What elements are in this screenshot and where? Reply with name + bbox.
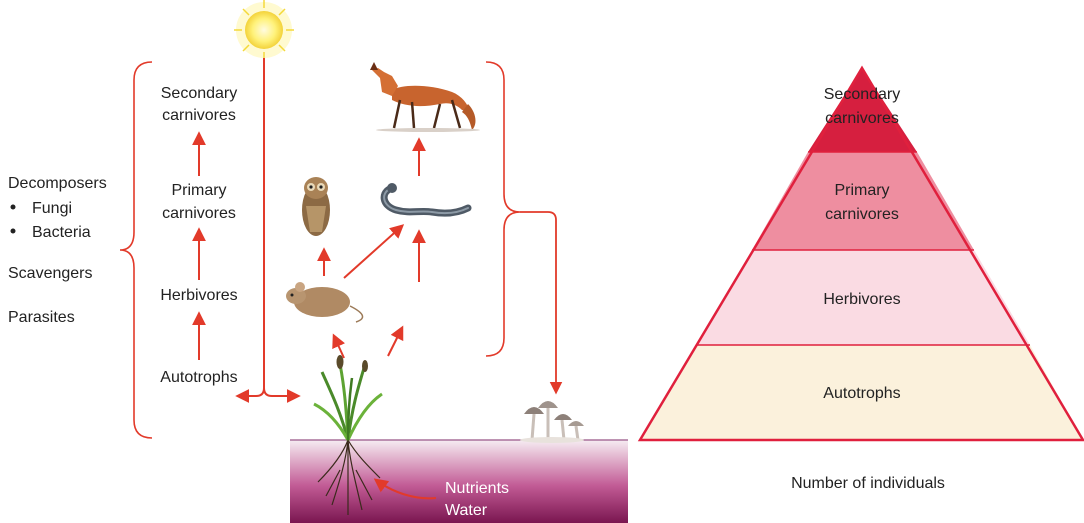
left-curly-bracket [120, 62, 152, 438]
pyramid-primary-line1: Primary [834, 182, 889, 199]
nutrients-label: Nutrients [445, 480, 509, 497]
decomposers-label: Decomposers [8, 175, 107, 192]
bullet-icon [11, 229, 16, 234]
bullet-icon [11, 205, 16, 210]
mushrooms-icon [520, 401, 584, 443]
snake-icon [384, 183, 468, 213]
pyramid-secondary-line2: carnivores [825, 110, 899, 127]
chain-herbivores: Herbivores [160, 287, 237, 304]
chain-secondary-line2: carnivores [162, 107, 236, 124]
decomposer-fungi: Fungi [32, 200, 72, 217]
mouse-icon [286, 282, 363, 322]
decomposer-bacteria: Bacteria [32, 224, 91, 241]
sun-icon [234, 0, 294, 60]
pyramid-primary-line2: carnivores [825, 206, 899, 223]
energy-pyramid: Secondary carnivores Primary carnivores … [640, 68, 1083, 440]
grass-plant-icon [314, 355, 382, 440]
arrow-plant-up [388, 328, 402, 356]
right-curly-bracket [486, 62, 520, 356]
pyramid-secondary-line1: Secondary [824, 86, 901, 103]
arrow-plant-to-mouse [334, 336, 344, 358]
chain-autotrophs: Autotrophs [160, 369, 237, 386]
water-label: Water [445, 502, 488, 519]
arrow-mouse-to-snake [344, 226, 402, 278]
sunlight-ray [238, 58, 298, 396]
decomposers-group: Decomposers Fungi Bacteria Scavengers Pa… [8, 175, 107, 326]
chain-primary-line1: Primary [171, 182, 226, 199]
chain-primary-line2: carnivores [162, 205, 236, 222]
scavengers-label: Scavengers [8, 265, 93, 282]
pyramid-herbivores-label: Herbivores [823, 291, 900, 308]
pyramid-caption: Number of individuals [791, 475, 945, 492]
arrow-to-decomposers [520, 212, 556, 392]
food-web-arrows [324, 140, 419, 358]
chain-secondary-line1: Secondary [161, 85, 238, 102]
owl-icon [302, 177, 330, 236]
parasites-label: Parasites [8, 309, 75, 326]
pyramid-autotrophs-label: Autotrophs [823, 385, 900, 402]
fox-icon [370, 62, 480, 132]
